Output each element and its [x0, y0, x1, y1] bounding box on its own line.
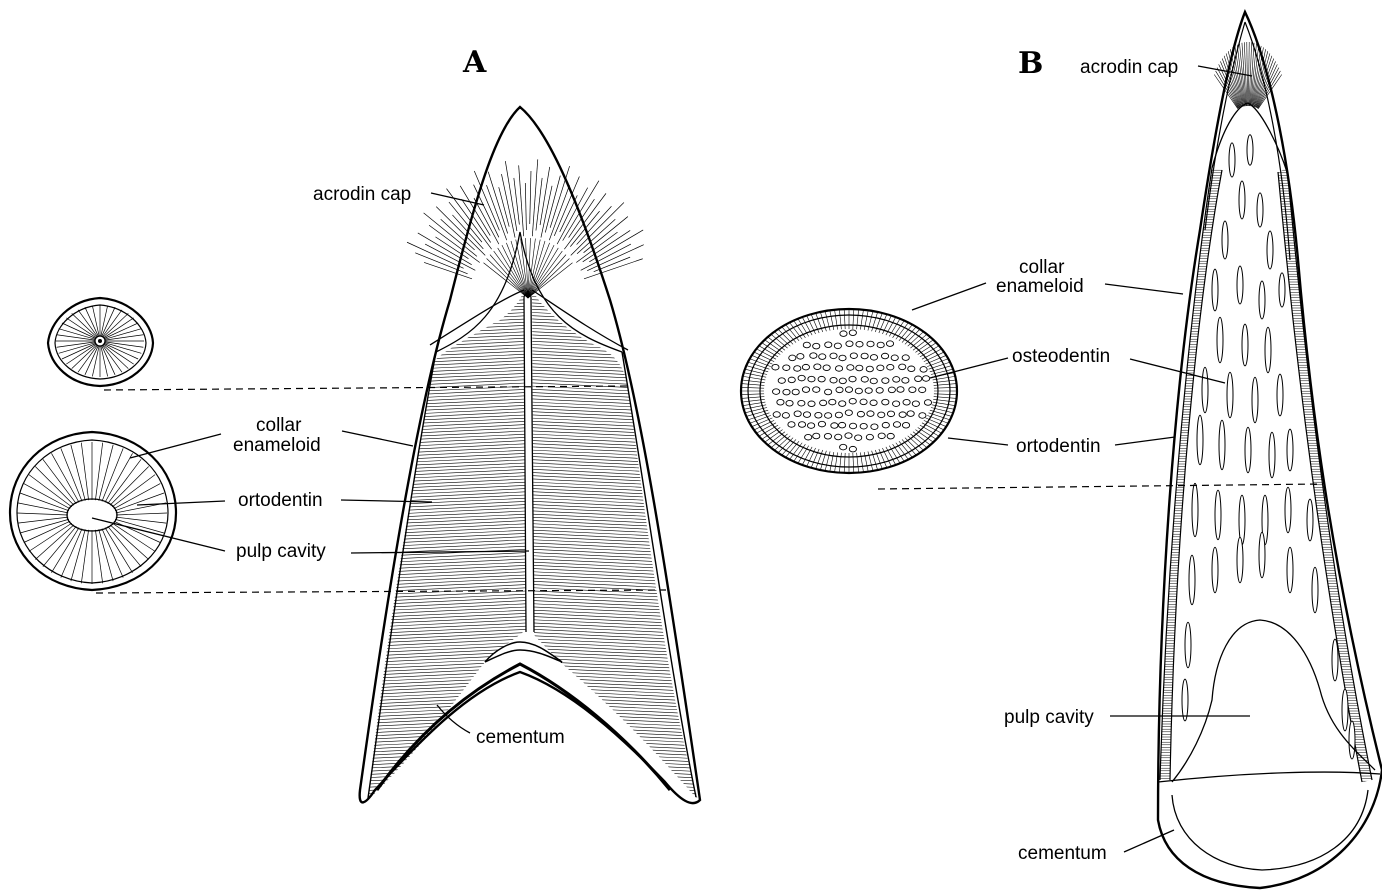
tooth-a-cementum-inner — [485, 642, 562, 662]
tooth-b-osteodentin-canals — [1182, 135, 1355, 759]
label-a-collar-enameloid: collar enameloid — [130, 415, 413, 458]
label-b-pulp-cavity: pulp cavity — [1004, 707, 1250, 728]
section-line-a-mid — [96, 590, 666, 593]
tooth-a-cross-section-tip — [48, 298, 153, 386]
tooth-b-cementum-outer — [1158, 772, 1380, 782]
label-a-collar-line1: collar — [256, 415, 302, 436]
label-a-collar-line2: enameloid — [233, 435, 321, 456]
label-b-acrodin-cap-text: acrodin cap — [1080, 57, 1178, 78]
label-b-collar-line2: enameloid — [996, 276, 1084, 297]
tooth-b-longitudinal-section — [1150, 12, 1382, 888]
label-b-osteodentin-text: osteodentin — [1012, 346, 1110, 367]
section-line-b — [878, 484, 1322, 489]
label-b-cementum-text: cementum — [1018, 843, 1107, 864]
panel-a-letter: A — [462, 45, 487, 80]
label-a-cementum-text: cementum — [476, 727, 565, 748]
tooth-a-acrodin-rays — [407, 159, 644, 298]
label-b-cementum: cementum — [1018, 830, 1174, 864]
label-a-ortodentin: ortodentin — [137, 490, 432, 511]
panel-b-letter: B — [1018, 46, 1043, 81]
label-a-pulp-cavity-text: pulp cavity — [236, 541, 326, 562]
label-a-acrodin-cap: acrodin cap — [313, 184, 484, 205]
tooth-a-longitudinal-section — [360, 107, 700, 816]
tooth-b-collar-left — [1150, 165, 1230, 789]
label-a-acrodin-cap-text: acrodin cap — [313, 184, 411, 205]
tooth-b-cementum-inner — [1172, 790, 1368, 870]
section-line-a-tip — [104, 386, 628, 390]
label-b-collar-enameloid: collar enameloid — [912, 257, 1183, 310]
tooth-b-cross-section — [739, 307, 959, 475]
label-b-pulp-cavity-text: pulp cavity — [1004, 707, 1094, 728]
label-b-collar-line1: collar — [1019, 257, 1065, 278]
tooth-a-cross-section-mid — [10, 432, 176, 590]
label-b-ortodentin-text: ortodentin — [1016, 436, 1101, 457]
label-b-ortodentin: ortodentin — [948, 436, 1175, 457]
label-a-ortodentin-text: ortodentin — [238, 490, 323, 511]
